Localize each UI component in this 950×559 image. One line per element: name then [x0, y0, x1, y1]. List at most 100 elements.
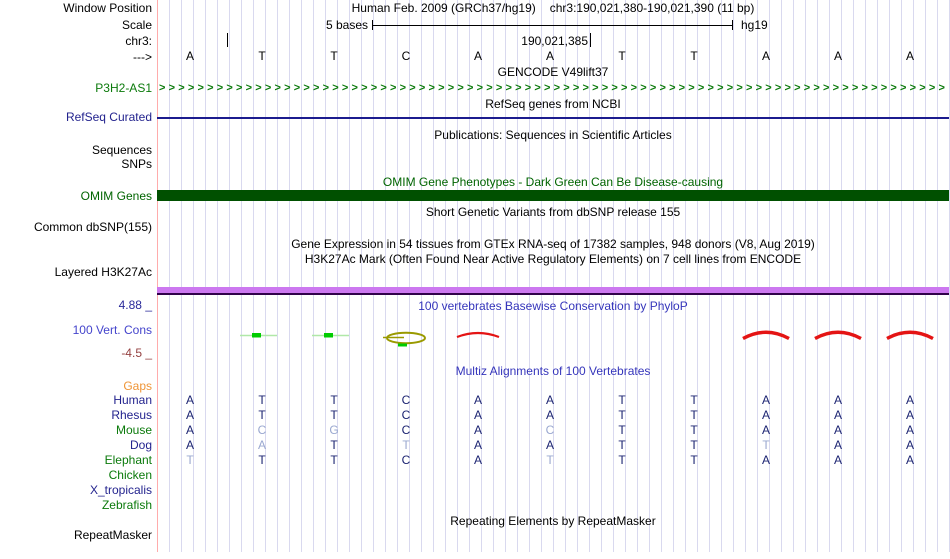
reference-base: T — [618, 49, 626, 63]
alignment-base: A — [905, 438, 914, 452]
multiz-species-label-elephant[interactable]: Elephant — [104, 453, 152, 467]
reference-base: A — [833, 49, 842, 63]
alignment-base: A — [473, 408, 482, 422]
strand-arrow: ---> — [133, 50, 152, 64]
alignment-base: G — [329, 423, 339, 437]
alignment-base: C — [545, 423, 555, 437]
reference-base: T — [330, 49, 338, 63]
alignment-base: T — [330, 438, 338, 452]
alignment-base: T — [258, 453, 266, 467]
h3k27ac-signal-bar[interactable] — [157, 287, 949, 293]
gene-strand-arrows[interactable]: >>>>>>>>>>>>>>>>>>>>>>>>>>>>>>>>>>>>>>>>… — [159, 82, 948, 94]
multiz-species-label-zebrafish[interactable]: Zebrafish — [101, 498, 152, 512]
alignment-base: A — [905, 408, 914, 422]
alignment-base: T — [546, 453, 554, 467]
multiz-species-label-mouse[interactable]: Mouse — [115, 423, 152, 437]
scale-value: 5 bases — [325, 18, 368, 32]
phylop-mark — [456, 331, 500, 339]
alignment-base: A — [185, 408, 194, 422]
position-range: chr3:190,021,380-190,021,390 (11 bp) — [549, 1, 755, 15]
alignment-base: A — [761, 393, 770, 407]
multiz-species-label-rhesus[interactable]: Rhesus — [111, 408, 152, 422]
reference-base: T — [258, 49, 266, 63]
track-title-repeatmasker[interactable]: Repeating Elements by RepeatMasker — [450, 514, 656, 528]
alignment-base: T — [618, 423, 626, 437]
phylop-mark — [886, 330, 934, 341]
alignment-base: T — [690, 423, 698, 437]
reference-base: C — [401, 49, 411, 63]
ruler-tick-minor — [227, 33, 228, 47]
alignment-base: A — [905, 453, 914, 467]
multiz-species-label-human[interactable]: Human — [113, 393, 152, 407]
track-title-phylop[interactable]: 100 vertebrates Basewise Conservation by… — [418, 299, 688, 313]
h3k27ac-baseline — [157, 293, 949, 295]
alignment-base: A — [761, 453, 770, 467]
alignment-base: A — [905, 393, 914, 407]
alignment-base: A — [833, 393, 842, 407]
alignment-base: A — [473, 453, 482, 467]
alignment-base: A — [833, 408, 842, 422]
track-label-100-vert-cons[interactable]: 100 Vert. Cons — [72, 323, 152, 337]
alignment-base: A — [257, 438, 266, 452]
reference-base: A — [761, 49, 770, 63]
alignment-base: A — [833, 423, 842, 437]
alignment-base: T — [690, 438, 698, 452]
track-label-repeatmasker[interactable]: RepeatMasker — [73, 528, 152, 542]
alignment-base: T — [762, 438, 770, 452]
track-title-multiz[interactable]: Multiz Alignments of 100 Vertebrates — [455, 364, 651, 378]
alignment-base: A — [185, 438, 194, 452]
alignment-base: A — [473, 438, 482, 452]
ruler-tick-major — [590, 33, 591, 47]
track-label-omim-genes[interactable]: OMIM Genes — [80, 189, 152, 203]
track-title-dbsnp[interactable]: Short Genetic Variants from dbSNP releas… — [425, 205, 681, 219]
track-title-gtex[interactable]: Gene Expression in 54 tissues from GTEx … — [291, 237, 815, 251]
base-grid-lines — [157, 0, 950, 552]
scale-bar-right-tick — [732, 20, 733, 30]
omim-gene-bar[interactable] — [157, 190, 949, 201]
track-title-h3k27ac[interactable]: H3K27Ac Mark (Often Found Near Active Re… — [304, 252, 802, 266]
track-title-refseq[interactable]: RefSeq genes from NCBI — [485, 97, 621, 111]
alignment-base: T — [402, 438, 410, 452]
alignment-base: A — [833, 453, 842, 467]
phylop-max-value: 4.88 _ — [118, 298, 152, 312]
scale-bar — [372, 25, 733, 26]
reference-base: A — [545, 49, 554, 63]
multiz-row-label-gaps[interactable]: Gaps — [123, 379, 152, 393]
multiz-species-label-x_tropicalis[interactable]: X_tropicalis — [89, 483, 152, 497]
chrom-label: chr3: — [125, 34, 152, 48]
alignment-base: A — [185, 393, 194, 407]
alignment-base: A — [545, 438, 554, 452]
track-title-omim[interactable]: OMIM Gene Phenotypes - Dark Green Can Be… — [382, 175, 724, 189]
track-label-snps[interactable]: SNPs — [121, 157, 152, 171]
alignment-base: T — [618, 438, 626, 452]
alignment-base: A — [761, 408, 770, 422]
reference-base: A — [473, 49, 482, 63]
alignment-base: A — [905, 423, 914, 437]
track-label-refseq-curated[interactable]: RefSeq Curated — [65, 110, 152, 124]
assembly-title: Human Feb. 2009 (GRCh37/hg19) — [351, 1, 536, 15]
alignment-base: T — [258, 408, 266, 422]
alignment-base: C — [401, 453, 411, 467]
alignment-base: C — [401, 393, 411, 407]
gene-label-p3h2-as1[interactable]: P3H2-AS1 — [95, 81, 152, 95]
alignment-base: T — [186, 453, 194, 467]
alignment-base: T — [618, 408, 626, 422]
alignment-base: T — [330, 408, 338, 422]
track-title-publications[interactable]: Publications: Sequences in Scientific Ar… — [434, 128, 672, 142]
multiz-species-label-dog[interactable]: Dog — [129, 438, 152, 452]
track-title-gencode[interactable]: GENCODE V49lift37 — [497, 65, 609, 79]
phylop-mark — [742, 330, 790, 341]
alignment-base: A — [761, 423, 770, 437]
track-label-layered-h3k27ac[interactable]: Layered H3K27Ac — [54, 265, 152, 279]
phylop-mark — [814, 330, 862, 341]
refseq-gene-line[interactable] — [157, 117, 949, 119]
track-label-common-dbsnp[interactable]: Common dbSNP(155) — [33, 220, 152, 234]
multiz-species-label-chicken[interactable]: Chicken — [108, 468, 152, 482]
track-label-sequences[interactable]: Sequences — [91, 143, 152, 157]
alignment-base: A — [185, 423, 194, 437]
phylop-min-value: -4.5 _ — [121, 346, 152, 360]
phylop-mark — [398, 343, 407, 347]
alignment-base: C — [401, 408, 411, 422]
alignment-base: A — [473, 423, 482, 437]
